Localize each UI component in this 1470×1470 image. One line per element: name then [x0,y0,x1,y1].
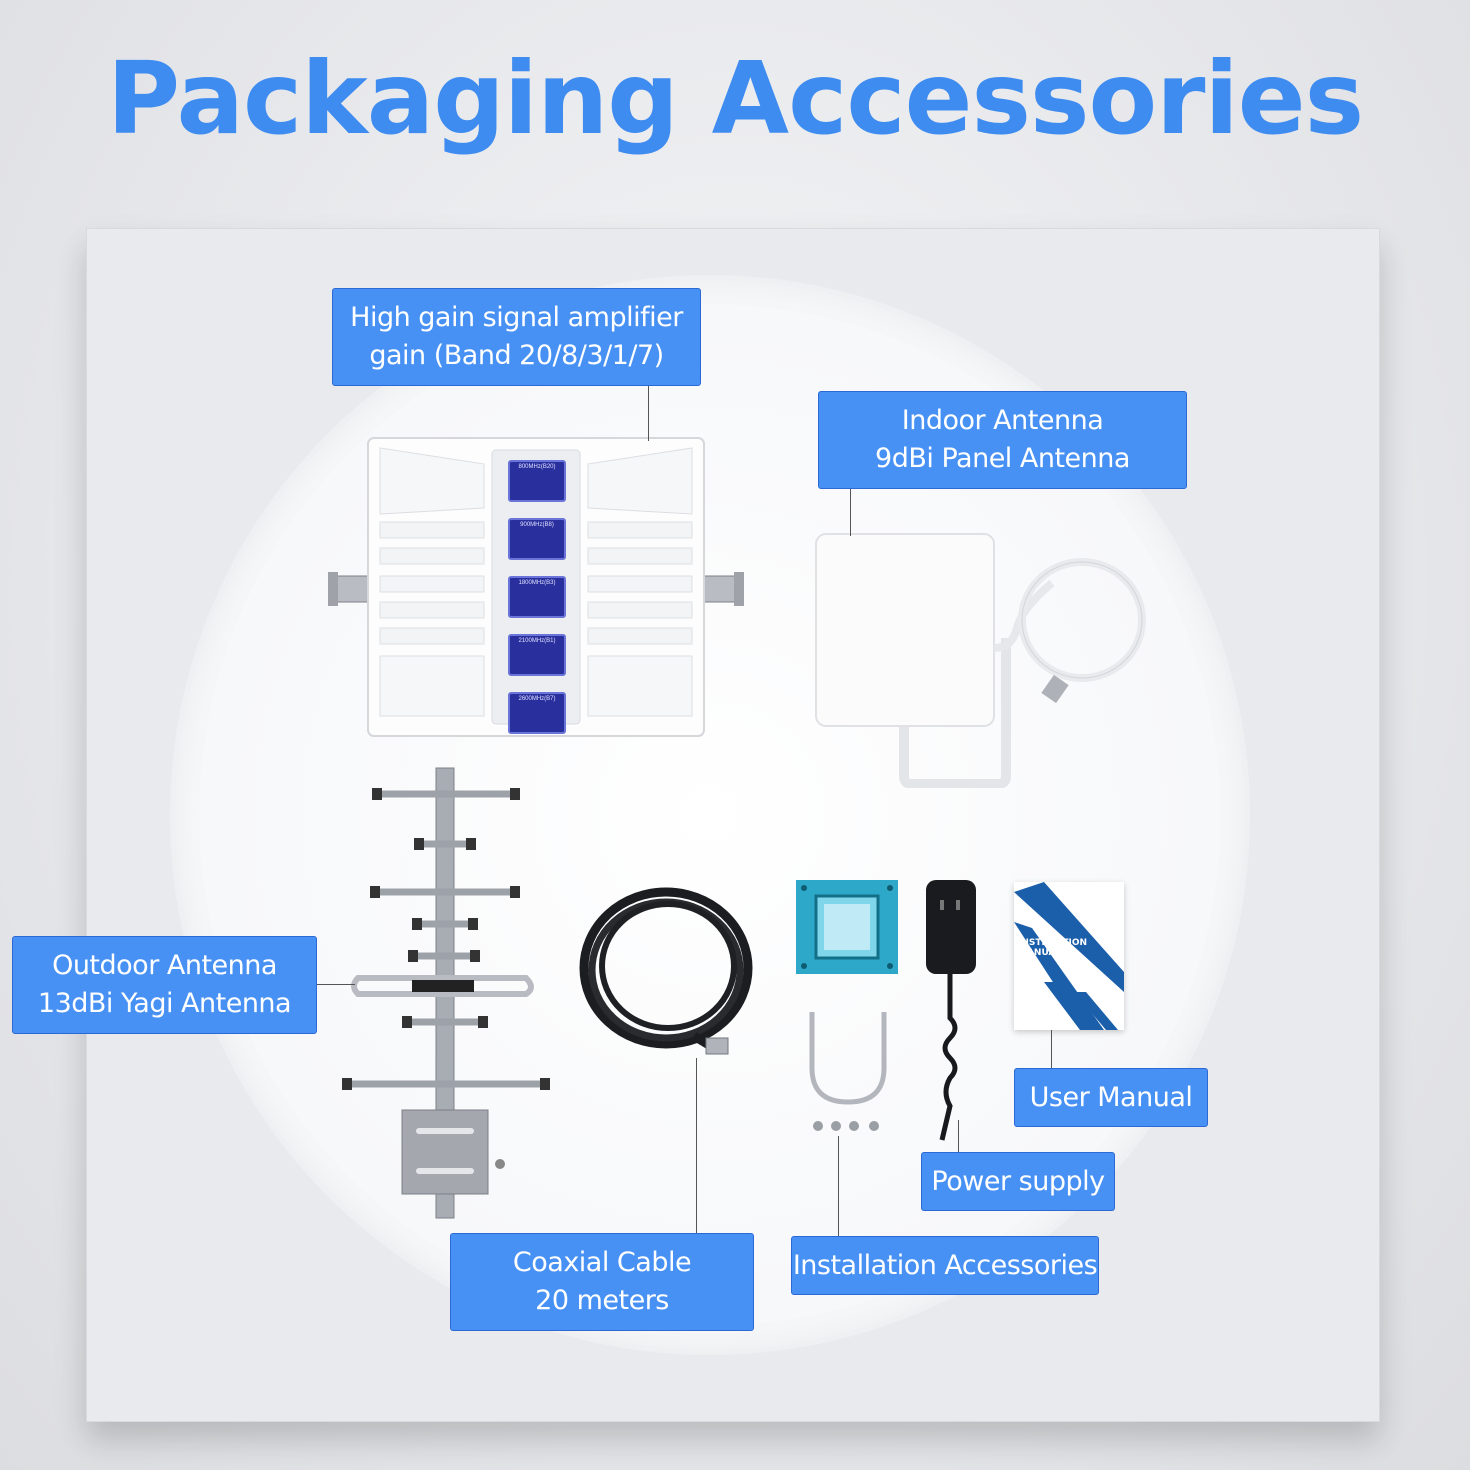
page-title: Packaging Accessories [106,40,1364,157]
leader-line [850,488,851,536]
leader-line [838,1136,839,1236]
panel-antenna-icon [812,528,1162,788]
band-label: 900MHz(B8) [520,522,554,528]
manual-cover-line: INSTRUCTION [1018,938,1088,948]
band-label: 1800MHz(B3) [518,580,556,586]
signal-amplifier-icon: 800MHz(B20) 900MHz(B8) 1800MHz(B3) 2100M… [328,436,744,740]
amplifier-label: High gain signal amplifier gain (Band 20… [332,288,701,386]
yagi-antenna-icon [336,766,552,1220]
mounting-bracket-icon [796,880,900,1140]
outdoor-antenna-label: Outdoor Antenna 13dBi Yagi Antenna [12,936,317,1034]
label-line: Installation Accessories [792,1249,1098,1281]
band-indicator: 1800MHz(B3) [508,576,566,618]
label-line: 20 meters [535,1285,669,1316]
manual-cover-title: INSTRUCTION MANUAL [1018,938,1087,958]
leader-line [315,984,355,985]
manual-cover-line: MANUAL [1018,948,1062,958]
band-indicator: 2600MHz(B7) [508,692,566,734]
power-supply-label: Power supply [921,1152,1115,1211]
installation-accessories-label: Installation Accessories [791,1236,1099,1295]
leader-line [1051,1030,1052,1068]
leader-line [696,1058,697,1234]
coaxial-cable-label: Coaxial Cable 20 meters [450,1233,754,1331]
label-line: 9dBi Panel Antenna [875,443,1130,474]
manual-booklet-icon: INSTRUCTION MANUAL [1014,882,1124,1030]
label-line: Power supply [931,1165,1105,1197]
amplifier-band-list: 800MHz(B20) 900MHz(B8) 1800MHz(B3) 2100M… [508,460,566,734]
indoor-antenna-label: Indoor Antenna 9dBi Panel Antenna [818,391,1187,489]
band-label: 800MHz(B20) [518,464,556,470]
label-line: High gain signal amplifier [350,302,683,333]
label-line: Outdoor Antenna [52,950,277,981]
coaxial-cable-icon [574,886,758,1062]
band-indicator: 2100MHz(B1) [508,634,566,676]
band-label: 2600MHz(B7) [518,696,556,702]
band-label: 2100MHz(B1) [518,638,556,644]
power-adapter-icon [920,878,980,1144]
band-indicator: 900MHz(B8) [508,518,566,560]
label-line: Indoor Antenna [901,405,1104,436]
label-line: 13dBi Yagi Antenna [37,988,292,1019]
label-line: User Manual [1029,1081,1193,1113]
band-indicator: 800MHz(B20) [508,460,566,502]
label-line: gain (Band 20/8/3/1/7) [369,340,664,371]
label-line: Coaxial Cable [512,1247,692,1278]
leader-line [648,385,649,441]
leader-line [958,1120,959,1152]
user-manual-label: User Manual [1014,1068,1208,1127]
